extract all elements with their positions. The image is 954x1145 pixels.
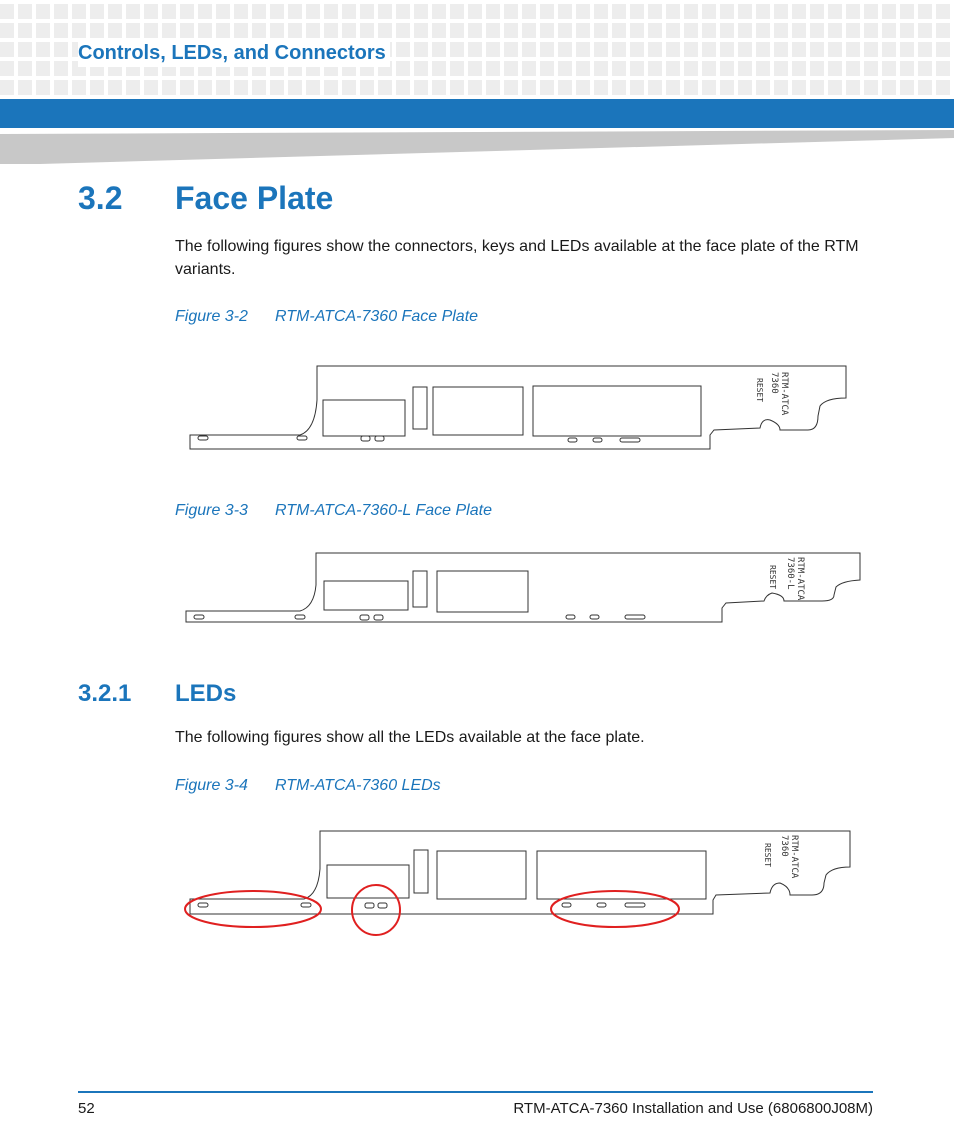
plate-variant-label: 7360 — [779, 835, 789, 857]
figure-label: Figure 3-2 — [175, 308, 248, 325]
figure-caption-3-3: Figure 3-3 RTM-ATCA-7360-L Face Plate — [175, 502, 492, 520]
subsection-heading: 3.2.1 LEDs — [78, 680, 236, 708]
leds-diagram-7360: RESET RTM-ATCA 7360 — [184, 830, 851, 936]
plate-variant-label: 7360 — [769, 372, 779, 394]
plate-reset-label: RESET — [768, 565, 777, 589]
footer-document-title: RTM-ATCA-7360 Installation and Use (6806… — [513, 1100, 873, 1117]
plate-model-label: RTM-ATCA — [779, 372, 789, 416]
subsection-number: 3.2.1 — [78, 680, 132, 707]
section-number: 3.2 — [78, 180, 123, 216]
plate-reset-label: RESET — [755, 378, 764, 402]
plate-variant-label: 7360-L — [785, 557, 795, 590]
section-heading: 3.2 Face Plate — [78, 180, 333, 217]
led-highlight-middle — [351, 884, 401, 936]
figure-label: Figure 3-4 — [175, 777, 248, 794]
figure-label: Figure 3-3 — [175, 502, 248, 519]
subsection-title: LEDs — [175, 680, 237, 707]
section-intro: The following figures show the connector… — [175, 238, 859, 278]
subsection-intro: The following figures show all the LEDs … — [175, 729, 645, 746]
plate-reset-label: RESET — [763, 843, 772, 867]
header-blue-bar — [0, 99, 954, 128]
footer-page-number: 52 — [78, 1100, 95, 1117]
faceplate-diagram-7360-l: RESET RTM-ATCA 7360-L — [185, 552, 861, 623]
figure-title: RTM-ATCA-7360 LEDs — [275, 777, 441, 794]
plate-model-label: RTM-ATCA — [795, 557, 805, 601]
plate-model-label: RTM-ATCA — [789, 835, 799, 879]
header-pattern — [0, 0, 954, 96]
header-gray-wedge — [0, 130, 954, 164]
footer-rule — [78, 1091, 873, 1093]
figure-caption-3-4: Figure 3-4 RTM-ATCA-7360 LEDs — [175, 777, 441, 795]
section-title: Face Plate — [175, 180, 334, 216]
figure-title: RTM-ATCA-7360-L Face Plate — [275, 502, 492, 519]
led-highlight-left — [184, 890, 322, 928]
faceplate-diagram-7360: RESET RTM-ATCA 7360 — [189, 365, 847, 450]
running-header-title: Controls, LEDs, and Connectors — [78, 40, 390, 67]
led-highlight-right — [550, 890, 680, 928]
figure-title: RTM-ATCA-7360 Face Plate — [275, 308, 479, 325]
figure-caption-3-2: Figure 3-2 RTM-ATCA-7360 Face Plate — [175, 308, 478, 326]
